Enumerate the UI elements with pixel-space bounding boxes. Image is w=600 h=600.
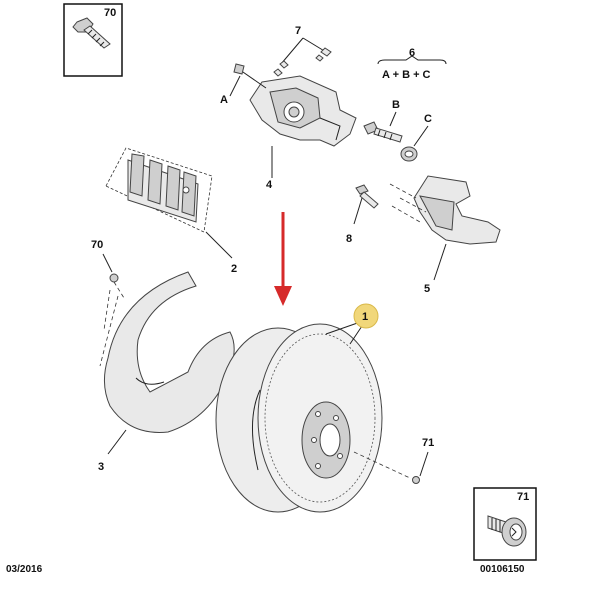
carrier-bracket-5: 5	[389, 175, 501, 295]
red-arrow	[274, 212, 292, 306]
footer-ref: 00106150	[480, 564, 525, 575]
inset-71-label: 71	[517, 491, 529, 503]
screw-71: 71	[412, 437, 434, 484]
caliper-4: A 4	[220, 63, 357, 191]
inset-70-label: 70	[104, 7, 116, 19]
brake-pads-2: 2	[105, 147, 237, 275]
label-C: C	[424, 113, 432, 125]
callout-7: 7	[273, 25, 332, 77]
label-5: 5	[424, 283, 430, 295]
label-A: A	[220, 94, 228, 106]
label-4: 4	[266, 179, 273, 191]
bolt-70-icon	[72, 17, 111, 49]
label-71: 71	[422, 437, 434, 449]
brake-disc-1: 1	[215, 303, 411, 513]
label-70: 70	[91, 239, 103, 251]
label-8: 8	[346, 233, 352, 245]
dust-shield-3: 3	[98, 271, 235, 473]
screw-70: 70	[91, 239, 125, 367]
label-2: 2	[231, 263, 237, 275]
label-1: 1	[362, 311, 368, 323]
label-6: 6	[409, 47, 415, 59]
cap-C: C	[400, 113, 432, 162]
guide-pin-B: B	[363, 99, 403, 143]
label-7: 7	[295, 25, 301, 37]
bolt-71-icon	[487, 515, 527, 547]
label-3: 3	[98, 461, 104, 473]
inset-box-71: 71	[473, 487, 537, 561]
label-B: B	[392, 99, 400, 111]
footer-date: 03/2016	[6, 564, 43, 575]
bolt-8: 8	[346, 184, 379, 245]
callout-6: 6 A + B + C	[377, 47, 447, 81]
inset-box-70: 70	[63, 3, 123, 77]
label-6-formula: A + B + C	[382, 69, 431, 81]
